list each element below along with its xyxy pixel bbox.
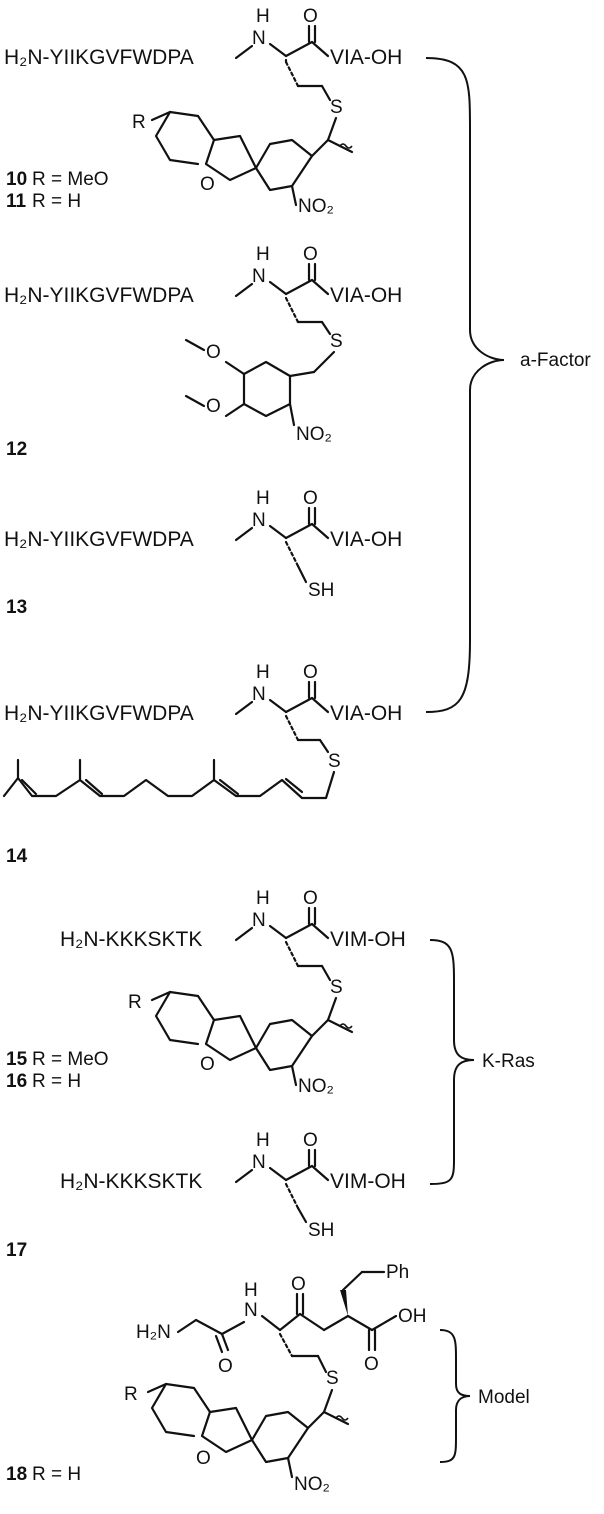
compound-12: H₂N-YIIKGVFWDPA N H O VIA-OH S NO₂ O O 1… [4,244,402,460]
peptide-kras-c-terminus: VIM-OH [330,928,406,951]
acid-oh-label: OH [398,1306,427,1327]
amide-h-label: H [256,6,270,27]
methoxy-o-label: O [206,342,221,363]
thioether-s-label: S [326,1368,339,1389]
amide-n-label: N [252,684,266,705]
carbonyl-o-label: O [303,1130,318,1151]
methoxy-o-label: O [206,396,221,417]
compound-15-16: H₂N-KKKSKTK N H O VIM-OH S NO₂ O R 15 R … [6,888,406,1097]
compound-14: H₂N-YIIKGVFWDPA N H O VIA-OH S 14 [2,662,402,867]
peptide-kras-c-terminus: VIM-OH [330,1170,406,1193]
amide-h-label: H [244,1280,258,1301]
compound-15-rgroup: R = MeO [32,1049,109,1070]
amide-n-label: N [252,28,266,49]
compound-13-number: 13 [6,597,27,618]
compound-14-number: 14 [6,846,28,867]
peptide-afactor-n-terminus: H₂N-YIIKGVFWDPA [4,284,194,307]
peptide-afactor-c-terminus: VIA-OH [330,528,402,551]
thiol-label: SH [308,1220,334,1241]
r-label: R [124,1384,138,1405]
carbonyl-o-label: O [303,488,318,509]
compound-17: H₂N-KKKSKTK N H O VIM-OH SH 17 [6,1130,406,1261]
group-label-model: Model [478,1387,530,1408]
ketone-o-label: O [291,1274,306,1295]
peptide-afactor-c-terminus: VIA-OH [330,46,402,69]
peptide-afactor-n-terminus: H₂N-YIIKGVFWDPA [4,702,194,725]
compound-18-rgroup: R = H [32,1464,81,1485]
group-label-afactor: a-Factor [520,350,591,371]
furan-o-label: O [200,1054,215,1075]
nitro-label: NO₂ [298,196,334,217]
phenyl-label: Ph [386,1262,409,1283]
acid-o-label: O [364,1354,379,1375]
amide-h-label: H [256,662,270,683]
carbonyl-o-label: O [303,662,318,683]
amide-n-label: N [244,1300,258,1321]
carbonyl-o-label: O [303,244,318,265]
amide-h-label: H [256,488,270,509]
amide-o-label: O [218,1356,233,1377]
amide-h-label: H [256,244,270,265]
amide-h-label: H [256,1130,270,1151]
r-label: R [128,992,142,1013]
thioether-s-label: S [330,977,343,998]
carbonyl-o-label: O [303,6,318,27]
compound-18: H₂N O N H O Ph OH O S NO₂ [6,1262,427,1495]
group-label-kras: K-Ras [482,1051,535,1072]
nitro-label: NO₂ [298,1076,334,1097]
furan-o-label: O [196,1448,211,1469]
compound-13: H₂N-YIIKGVFWDPA N H O VIA-OH SH 13 [4,488,402,618]
amine-label: H₂N [136,1322,171,1343]
amide-n-label: N [252,510,266,531]
compound-10-number: 10 [6,169,27,190]
compound-11-rgroup: R = H [32,191,81,212]
model-brace: Model [439,1329,530,1463]
compound-18-number: 18 [6,1464,27,1485]
compound-16-rgroup: R = H [32,1071,81,1092]
peptide-afactor-c-terminus: VIA-OH [330,284,402,307]
amide-n-label: N [252,910,266,931]
nitro-label: NO₂ [294,1474,330,1495]
compound-11-number: 11 [6,191,27,212]
peptide-kras-n-terminus: H₂N-KKKSKTK [60,928,202,951]
peptide-afactor-n-terminus: H₂N-YIIKGVFWDPA [4,46,194,69]
compound-16-number: 16 [6,1071,27,1092]
amide-n-label: N [252,1152,266,1173]
afactor-brace: a-Factor [425,57,591,713]
kras-brace: K-Ras [429,939,535,1185]
compound-12-number: 12 [6,439,27,460]
compound-10-rgroup: R = MeO [32,169,109,190]
thioether-s-label: S [330,331,343,352]
compound-17-number: 17 [6,1240,27,1261]
thiol-label: SH [308,580,334,601]
amide-h-label: H [256,888,270,909]
thioether-s-label: S [328,751,341,772]
compound-15-number: 15 [6,1049,28,1070]
amide-n-label: N [252,266,266,287]
carbonyl-o-label: O [303,888,318,909]
r-label: R [132,112,146,133]
thioether-s-label: S [330,97,343,118]
peptide-afactor-n-terminus: H₂N-YIIKGVFWDPA [4,528,194,551]
peptide-afactor-c-terminus: VIA-OH [330,702,402,725]
compound-10-11: H₂N-YIIKGVFWDPA N H O VIA-OH S NO₂ O R 1… [4,6,402,217]
furan-o-label: O [200,174,215,195]
nitro-label: NO₂ [296,424,332,445]
peptide-kras-n-terminus: H₂N-KKKSKTK [60,1170,202,1193]
